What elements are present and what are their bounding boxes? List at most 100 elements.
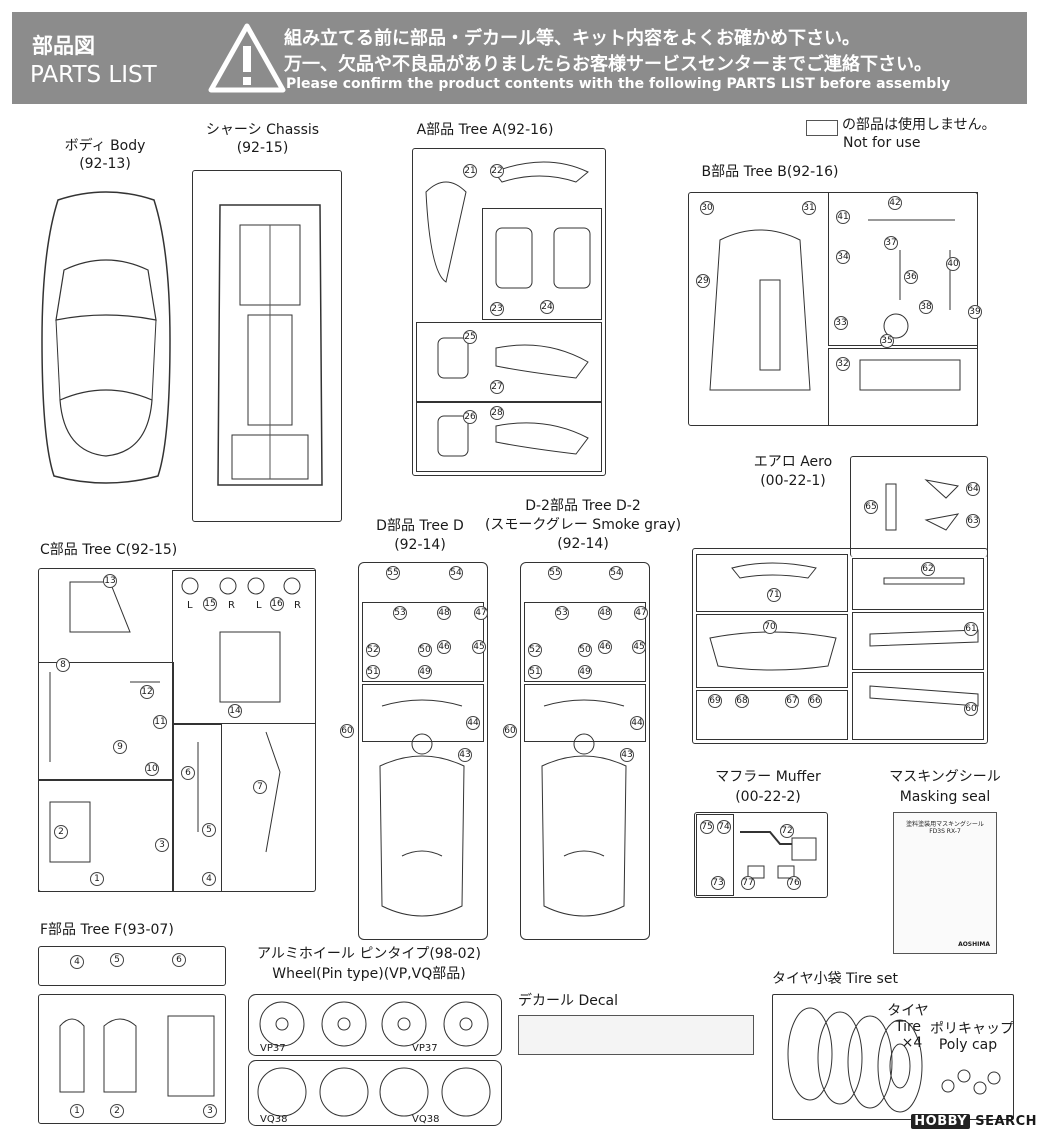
d-part-52: 52 xyxy=(366,643,380,657)
part-39: 39 xyxy=(968,305,982,319)
part-4: 4 xyxy=(202,872,216,886)
part-29: 29 xyxy=(696,274,710,288)
part-15: 15 xyxy=(203,597,217,611)
part-75: 75 xyxy=(700,820,714,834)
hobby-search-watermark: HOBBY SEARCH xyxy=(911,1114,1037,1129)
tree-f-drawing xyxy=(59,1015,215,1097)
d2-part-53: 53 xyxy=(555,606,569,620)
tree-a-row-1 xyxy=(416,322,602,402)
part-71: 71 xyxy=(767,588,781,602)
part-40: 40 xyxy=(946,257,960,271)
part-62: 62 xyxy=(921,562,935,576)
aero-drawing xyxy=(709,479,979,707)
tree-a-label: A部品 Tree A(92-16) xyxy=(416,122,554,138)
d-part-53: 53 xyxy=(393,606,407,620)
part-13: 13 xyxy=(103,574,117,588)
part-36: 36 xyxy=(904,270,918,284)
d-part-48: 48 xyxy=(437,606,451,620)
part-30: 30 xyxy=(700,201,714,215)
tree-c-brake-box xyxy=(172,570,316,724)
tree-a-seat-box xyxy=(482,208,602,320)
watermark-suffix: SEARCH xyxy=(975,1114,1037,1129)
not-for-use-swatch xyxy=(806,120,838,136)
chassis-drawing xyxy=(217,204,323,486)
chassis-code: (92-15) xyxy=(236,140,289,156)
d2-part-46: 46 xyxy=(598,640,612,654)
d-part-45: 45 xyxy=(472,640,486,654)
d-part-51: 51 xyxy=(366,665,380,679)
title-jp: 部品図 xyxy=(32,34,95,58)
masking-label-en: Masking seal xyxy=(899,789,991,805)
tree-c-lower-box xyxy=(38,780,174,892)
tree-c-drawing xyxy=(49,577,301,863)
decal-label: デカール Decal xyxy=(518,993,619,1009)
part-68: 68 xyxy=(735,694,749,708)
header-line-3: Please confirm the product contents with… xyxy=(286,76,951,92)
header-line-2: 万一、欠品や不良品がありましたらお客様サービスセンターまでご連絡下さい。 xyxy=(284,54,932,75)
part-25: 25 xyxy=(463,330,477,344)
tag-l-2: L xyxy=(256,600,262,611)
d2-part-45: 45 xyxy=(632,640,646,654)
body-label: ボディ Body xyxy=(64,138,146,154)
masking-card-line-1: 塗料塗装用マスキングシール xyxy=(906,821,984,828)
tree-b-small-parts-box xyxy=(828,192,978,346)
d2-part-47: 47 xyxy=(634,606,648,620)
part-21: 21 xyxy=(463,164,477,178)
tire-set-label: タイヤ小袋 Tire set xyxy=(772,971,898,987)
part-1: 1 xyxy=(90,872,104,886)
tree-c-label: C部品 Tree C(92-15) xyxy=(40,542,178,558)
f-part-6: 6 xyxy=(172,953,186,967)
part-77: 77 xyxy=(741,876,755,890)
part-12: 12 xyxy=(140,685,154,699)
part-65: 65 xyxy=(864,500,878,514)
tree-a-row-2 xyxy=(416,402,602,472)
d2-part-50: 50 xyxy=(578,643,592,657)
d2-part-44: 44 xyxy=(630,716,644,730)
aero-bumper-box xyxy=(696,614,848,688)
part-61: 61 xyxy=(964,622,978,636)
part-2: 2 xyxy=(54,825,68,839)
part-5: 5 xyxy=(202,823,216,837)
aero-lamp-box xyxy=(696,690,848,740)
d2-part-52: 52 xyxy=(528,643,542,657)
part-70: 70 xyxy=(763,620,777,634)
part-26: 26 xyxy=(463,410,477,424)
aero-top-frame xyxy=(850,456,988,557)
d-part-60: 60 xyxy=(340,724,354,738)
tire-drawing xyxy=(787,1007,1001,1113)
masking-card-line-2: FD3S RX-7 xyxy=(929,828,961,835)
part-22: 22 xyxy=(490,164,504,178)
tree-b-dash-box xyxy=(828,348,978,426)
d-part-43: 43 xyxy=(458,748,472,762)
part-8: 8 xyxy=(56,658,70,672)
wheel-label-jp: アルミホイール ピンタイプ(98-02) xyxy=(257,946,481,962)
body-drawing xyxy=(41,191,171,484)
part-64: 64 xyxy=(966,482,980,496)
d-part-50: 50 xyxy=(418,643,432,657)
d2-part-54: 54 xyxy=(609,566,623,580)
tree-d-label: D部品 Tree D xyxy=(376,518,464,534)
f-part-1: 1 xyxy=(70,1104,84,1118)
muffler-tip-box xyxy=(696,814,734,896)
tire-bag-frame xyxy=(772,994,1014,1120)
part-14: 14 xyxy=(228,704,242,718)
muffler-code: (00-22-2) xyxy=(735,789,801,805)
wheel-vq-frame xyxy=(248,1060,502,1126)
muffler-drawing xyxy=(740,831,817,879)
part-10: 10 xyxy=(145,762,159,776)
d-part-55: 55 xyxy=(386,566,400,580)
part-74: 74 xyxy=(717,820,731,834)
wheel-vq-tag-2: VQ38 xyxy=(412,1114,440,1125)
tire-en: Tire xyxy=(894,1019,922,1035)
part-11: 11 xyxy=(153,715,167,729)
tree-a-drawing xyxy=(425,161,591,457)
body-code: (92-13) xyxy=(79,156,131,172)
tag-r-2: R xyxy=(294,600,301,611)
f-part-4: 4 xyxy=(70,955,84,969)
aero-label: エアロ Aero xyxy=(753,454,833,470)
aero-skirt-l-box xyxy=(852,672,984,740)
tire-qty: ×4 xyxy=(901,1035,923,1051)
tree-c-susp-box xyxy=(38,662,174,780)
aero-lip-box xyxy=(852,558,984,610)
d-part-54: 54 xyxy=(449,566,463,580)
